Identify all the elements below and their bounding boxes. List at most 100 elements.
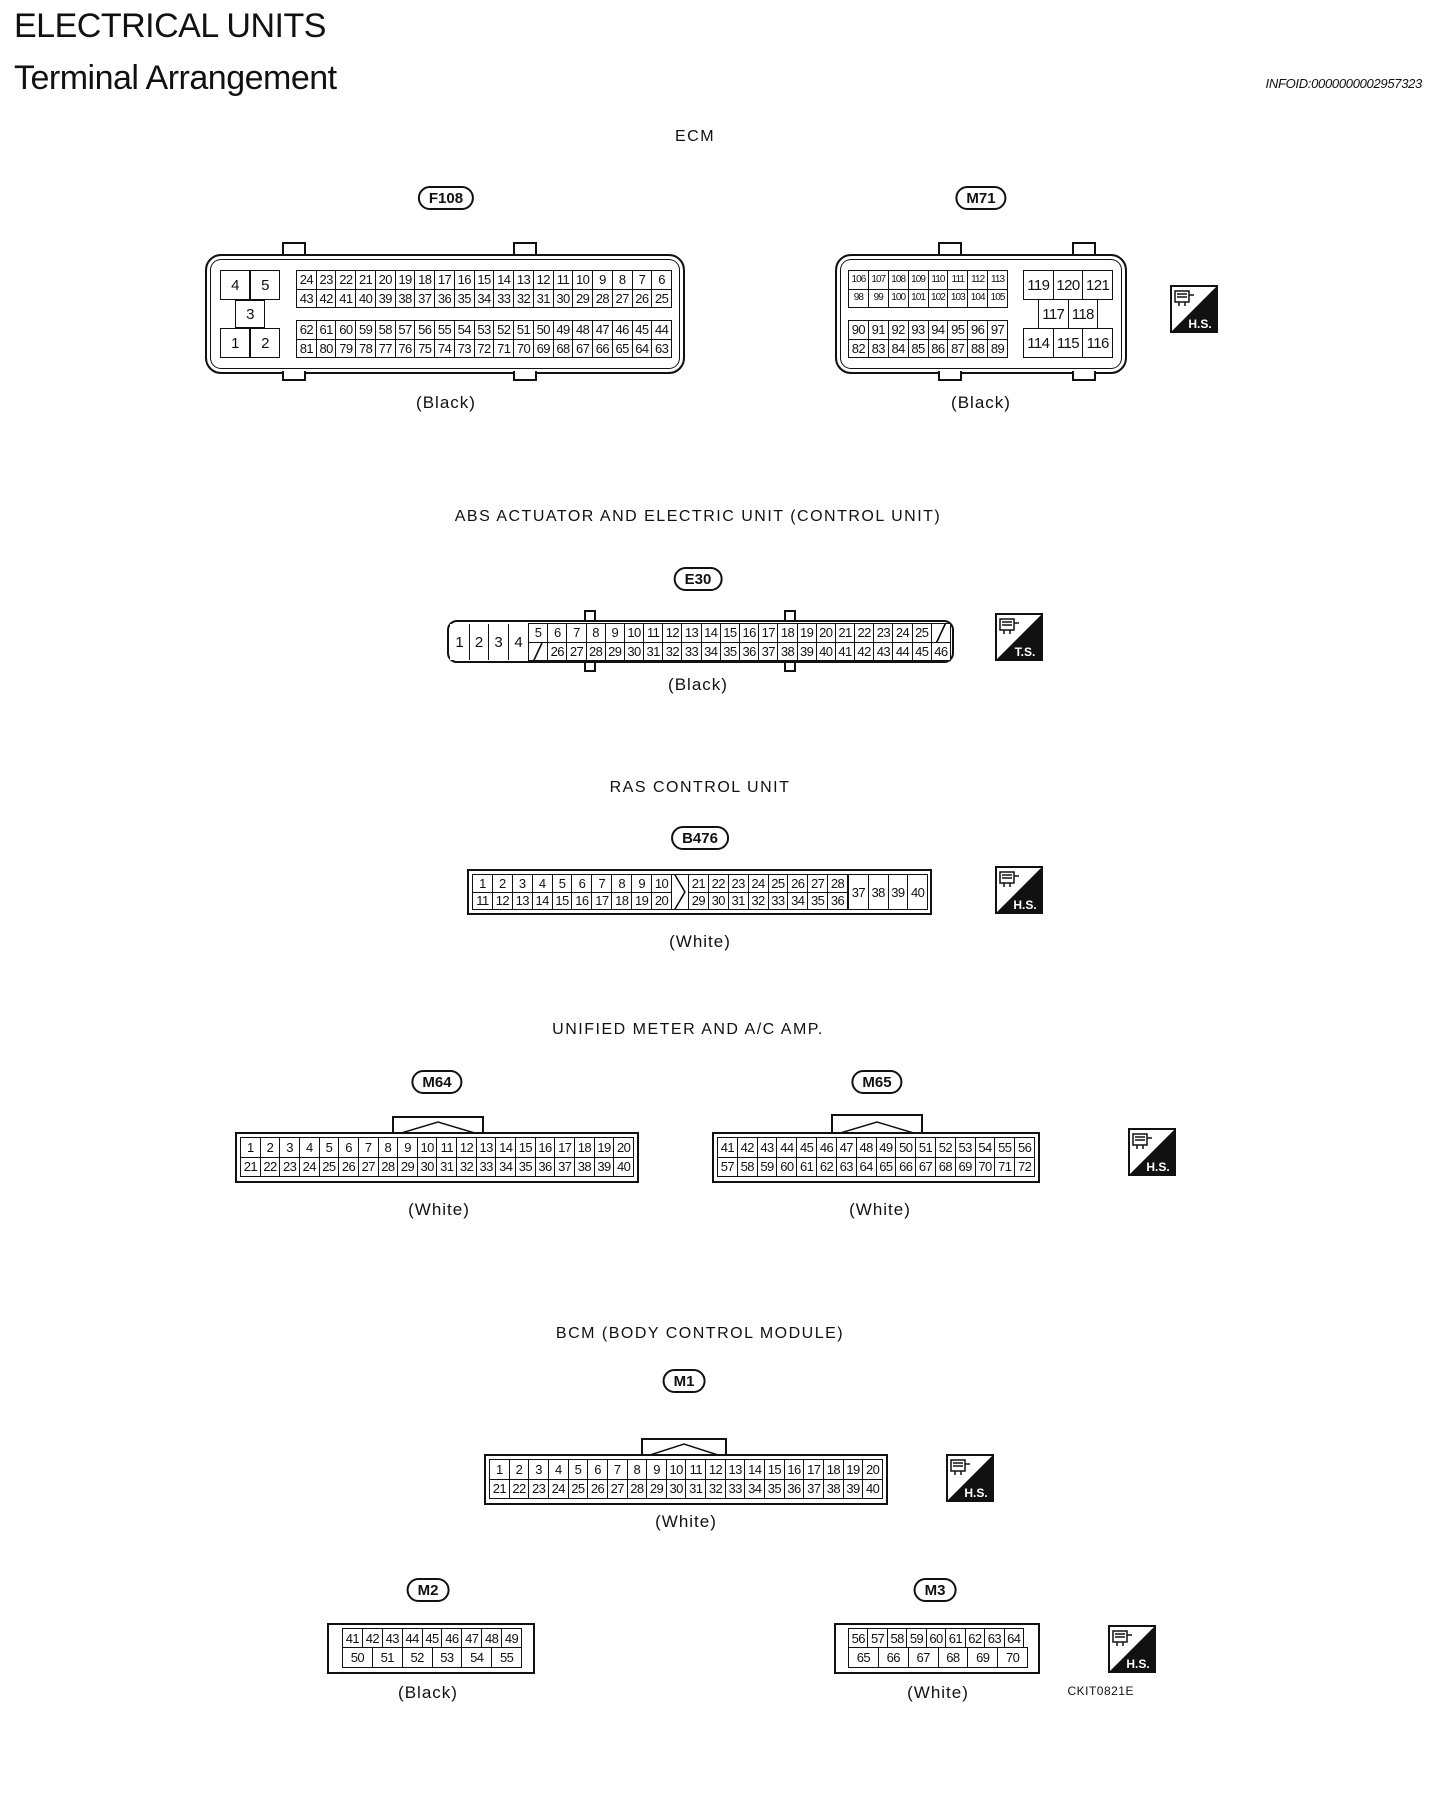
terminal-pin: 60 (336, 321, 357, 340)
terminal-pin: 54 (975, 1138, 996, 1158)
terminal-pin: 77 (375, 339, 396, 358)
terminal-pin: 35 (765, 1479, 785, 1499)
terminal-pin: 61 (316, 321, 337, 340)
terminal-pin: 6 (572, 875, 593, 893)
terminal-pin: 7 (592, 875, 613, 893)
terminal-pin: 25 (912, 624, 932, 643)
meter-title: UNIFIED METER AND A/C AMP. (552, 1021, 824, 1038)
terminal-pin: 80 (316, 339, 337, 358)
terminal-pin: 39 (594, 1157, 615, 1177)
connector-m65-label: M65 (851, 1070, 903, 1094)
terminal-pin: 57 (395, 321, 416, 340)
terminal-pin: 20 (863, 1460, 883, 1480)
terminal-pin: 34 (788, 892, 809, 910)
terminal-pin: 9 (632, 875, 653, 893)
terminal-pin: 49 (553, 321, 574, 340)
terminal-pin: 11 (473, 892, 493, 910)
terminal-pin: 9 (398, 1138, 418, 1158)
terminal-pin: 15 (765, 1460, 785, 1480)
terminal-pin: 26 (339, 1157, 359, 1177)
terminal-pin: 44 (652, 321, 672, 340)
terminal-pin: 39 (888, 875, 909, 910)
terminal-pin: 10 (417, 1138, 438, 1158)
terminal-pin: 50 (343, 1648, 373, 1668)
key-mark (529, 642, 549, 661)
terminal-pin: 6 (339, 1138, 359, 1158)
terminal-pin: 46 (931, 642, 951, 661)
terminal-pin: 18 (575, 1138, 595, 1158)
terminal-pin: 29 (689, 892, 709, 910)
b476-key (671, 874, 689, 910)
terminal-pin: 28 (627, 1479, 648, 1499)
terminal-pin: 31 (533, 289, 554, 308)
terminal-pin: 68 (935, 1157, 956, 1177)
connector-m64-label: M64 (411, 1070, 463, 1094)
terminal-pin: 61 (946, 1629, 966, 1648)
terminal-pin: 41 (343, 1629, 363, 1648)
terminal-pin: 41 (835, 642, 856, 661)
terminal-pin: 55 (995, 1138, 1016, 1158)
terminal-pin: 20 (614, 1138, 634, 1158)
terminal-pin: 20 (652, 892, 672, 910)
terminal-pin: 55 (435, 321, 455, 340)
terminal-pin: 60 (777, 1157, 798, 1177)
terminal-pin: 114 (1024, 329, 1054, 358)
terminal-pin: 66 (878, 1648, 909, 1668)
terminal-pin: 119 (1024, 271, 1054, 300)
terminal-pin: 18 (824, 1460, 844, 1480)
terminal-pin: 5 (319, 1138, 340, 1158)
f108-color: (Black) (416, 393, 476, 412)
terminal-pin: 35 (808, 892, 829, 910)
terminal-pin: 2 (250, 328, 280, 358)
terminal-pin: 12 (706, 1460, 726, 1480)
terminal-pin: 64 (1004, 1629, 1024, 1648)
terminal-pin: 27 (358, 1157, 379, 1177)
terminal-pin: 24 (748, 875, 769, 893)
ts-icon-text: T.S. (1015, 645, 1036, 659)
terminal-pin: 42 (737, 1138, 758, 1158)
terminal-pin: 46 (442, 1629, 463, 1648)
terminal-pin: 40 (816, 642, 836, 661)
terminal-pin: 19 (632, 892, 653, 910)
terminal-pin: 43 (297, 289, 317, 308)
terminal-pin: 32 (706, 1479, 726, 1499)
terminal-pin: 72 (1015, 1157, 1035, 1177)
terminal-pin: 71 (494, 339, 515, 358)
harness-side-icon: H.S. (946, 1454, 994, 1502)
terminal-pin: 22 (855, 624, 875, 643)
terminal-pin: 13 (725, 1460, 746, 1480)
terminal-pin: 17 (804, 1460, 825, 1480)
terminal-pin: 65 (849, 1648, 879, 1668)
terminal-pin: 16 (784, 1460, 805, 1480)
terminal-pin: 9 (647, 1460, 667, 1480)
latch (513, 242, 537, 256)
terminal-pin: 57 (718, 1157, 738, 1177)
m2-color: (Black) (398, 1683, 458, 1702)
terminal-pin: 5 (552, 875, 573, 893)
bcm-title: BCM (BODY CONTROL MODULE) (555, 1325, 845, 1342)
terminal-pin: 3 (489, 624, 509, 660)
terminal-pin: 10 (652, 875, 672, 893)
latch (1072, 371, 1096, 381)
terminal-pin: 23 (280, 1157, 300, 1177)
terminal-pin: 91 (868, 321, 889, 340)
terminal-pin: 7 (567, 624, 587, 643)
terminal-pin: 15 (552, 892, 573, 910)
terminal-pin: 32 (514, 289, 534, 308)
terminal-pin: 33 (768, 892, 789, 910)
terminal-pin: 59 (757, 1157, 778, 1177)
terminal-pin: 44 (777, 1138, 798, 1158)
ras-title: RAS CONTROL UNIT (609, 779, 791, 796)
m3-color: (White) (907, 1683, 969, 1702)
terminal-pin: 53 (432, 1648, 463, 1668)
terminal-pin: 59 (907, 1629, 927, 1648)
terminal-pin: 2 (470, 624, 489, 660)
terminal-pin: 116 (1083, 329, 1113, 358)
terminal-pin: 72 (474, 339, 495, 358)
terminal-pin: 35 (516, 1157, 536, 1177)
